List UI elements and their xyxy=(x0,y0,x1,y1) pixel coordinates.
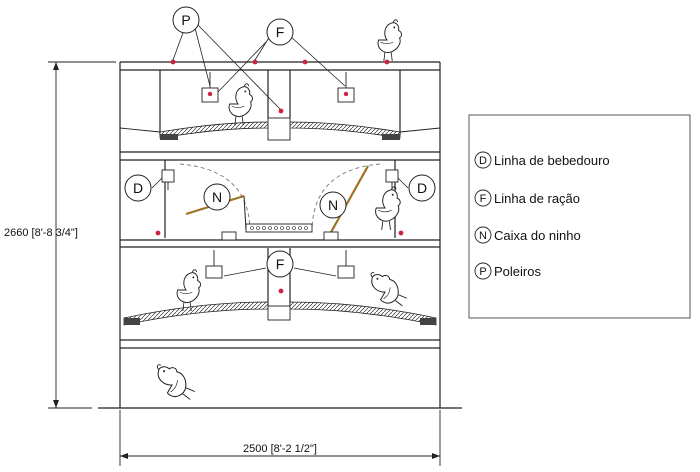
hen-ground xyxy=(147,359,201,406)
callout-nest-left: N xyxy=(203,183,231,211)
width-dimension xyxy=(119,410,441,466)
svg-text:N: N xyxy=(328,197,338,213)
svg-text:P: P xyxy=(479,266,486,278)
svg-text:Linha de ração: Linha de ração xyxy=(494,191,580,206)
svg-text:Caixa do ninho: Caixa do ninho xyxy=(494,228,581,243)
callout-feed-top: F xyxy=(266,18,294,46)
leader-lines xyxy=(151,23,409,277)
legend: D Linha de bebedouro F Linha de ração N … xyxy=(468,114,691,319)
top-tier-floor xyxy=(119,117,441,141)
callout-perch: P xyxy=(172,6,200,34)
hen-top-tier xyxy=(228,83,254,126)
feeder-bottom-right xyxy=(337,250,355,279)
hen-middle-right xyxy=(375,186,401,231)
nest-right xyxy=(311,163,381,241)
hen-lower-right xyxy=(361,267,413,312)
height-label: 2660 [8'-8 3/4"] xyxy=(4,227,78,239)
legend-item-perch: P Poleiros xyxy=(474,262,541,280)
callout-nest-right: N xyxy=(319,191,347,219)
svg-text:D: D xyxy=(133,180,143,196)
svg-text:F: F xyxy=(276,24,285,40)
aviary-frame xyxy=(98,61,462,409)
feeder-top-right xyxy=(337,72,355,103)
hen-top-roof xyxy=(377,19,403,62)
legend-item-drinker: D Linha de bebedouro xyxy=(474,151,610,169)
svg-text:Linha de bebedouro: Linha de bebedouro xyxy=(494,153,610,168)
feeder-top-left xyxy=(201,72,219,103)
drinker-left xyxy=(161,169,175,190)
height-dimension xyxy=(48,61,116,409)
svg-text:P: P xyxy=(181,12,190,28)
legend-item-nest: N Caixa do ninho xyxy=(474,226,581,244)
callout-feed-bottom: F xyxy=(266,250,294,278)
svg-text:F: F xyxy=(276,256,285,272)
callout-drinker-left: D xyxy=(124,174,152,202)
drinker-right xyxy=(385,169,399,190)
svg-text:D: D xyxy=(417,180,427,196)
svg-text:F: F xyxy=(480,193,487,205)
width-label: 2500 [8'-2 1/2"] xyxy=(243,443,317,455)
hen-lower-left xyxy=(176,269,202,312)
lower-tier-floor xyxy=(123,301,437,326)
svg-text:N: N xyxy=(212,189,222,205)
egg-belt xyxy=(245,223,313,233)
feeder-bottom-left xyxy=(205,250,223,279)
callout-drinker-right: D xyxy=(408,174,436,202)
svg-text:N: N xyxy=(479,230,487,242)
legend-item-feed: F Linha de ração xyxy=(474,189,580,207)
svg-text:D: D xyxy=(479,155,487,167)
svg-text:Poleiros: Poleiros xyxy=(494,264,541,279)
